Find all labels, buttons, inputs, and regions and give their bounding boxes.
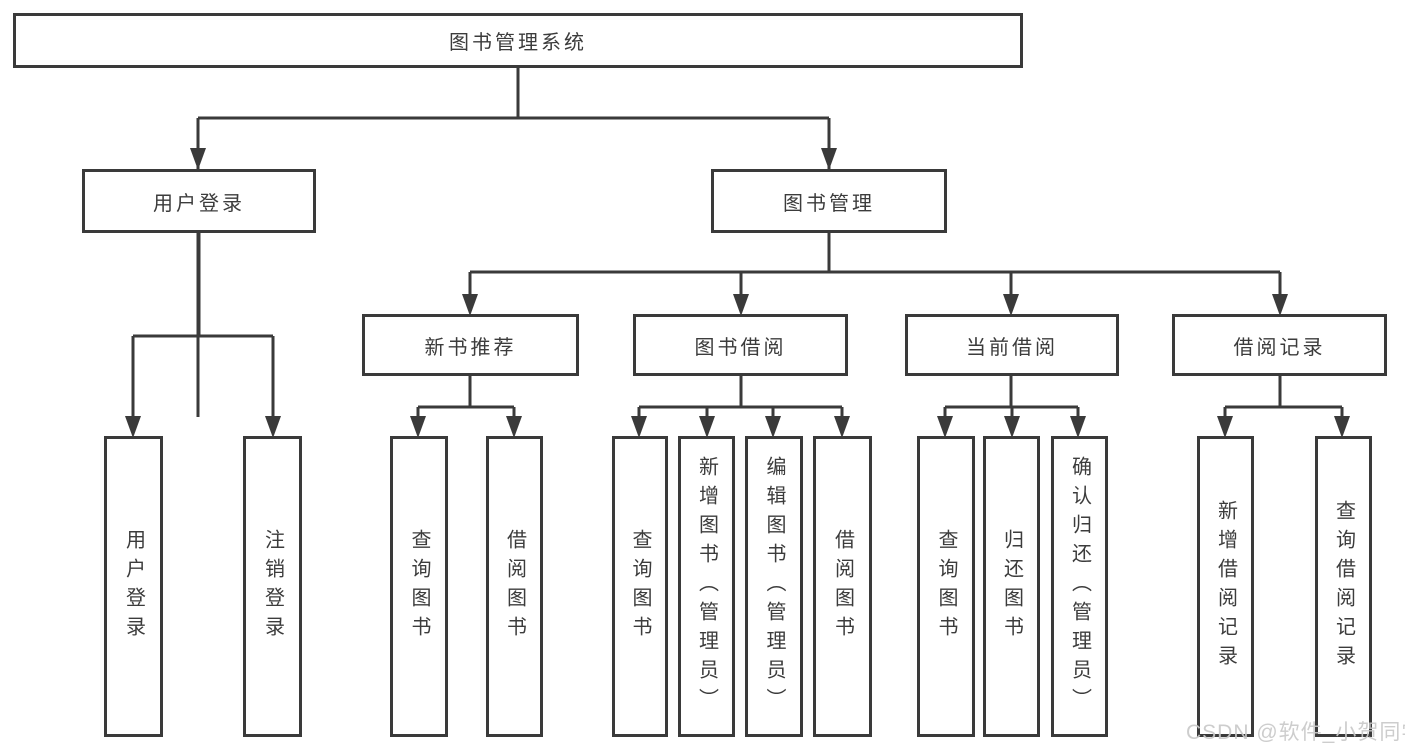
connector-root-to-level2	[196, 67, 831, 417]
leaf-label: 新增借阅记录	[1214, 499, 1237, 674]
arrow-to-leaf-bb-borrow	[834, 416, 850, 438]
arrow-to-leaf-bb-edit	[765, 416, 781, 438]
leaf-confirm-return-admin: 确认归还（管理员）	[1051, 436, 1108, 737]
leaf-label: 查询图书	[408, 528, 430, 645]
leaf-label: 借阅图书	[831, 528, 854, 645]
connector-book-mgmt-split	[468, 233, 1282, 294]
node-borrowing-records: 借阅记录	[1172, 314, 1387, 376]
leaf-query-books-current: 查询图书	[917, 436, 975, 737]
leaf-query-borrow-record: 查询借阅记录	[1315, 436, 1372, 737]
leaf-label: 借阅图书	[503, 528, 526, 645]
node-current-borrowing: 当前借阅	[905, 314, 1119, 376]
connector-records-split	[1223, 376, 1344, 416]
arrow-to-leaf-bb-query	[631, 416, 647, 438]
arrow-to-leaf-br-add	[1217, 416, 1233, 438]
leaf-return-books: 归还图书	[983, 436, 1040, 737]
connector-book-borrow-split	[637, 376, 844, 416]
arrowheads	[125, 148, 1350, 438]
leaf-borrow-books-borrowing: 借阅图书	[813, 436, 872, 737]
arrow-to-leaf-cb-return	[1004, 416, 1020, 438]
arrow-to-leaf-nb-borrow	[506, 416, 522, 438]
node-label: 借阅记录	[1233, 336, 1326, 359]
leaf-query-books-newbook: 查询图书	[390, 436, 448, 737]
leaf-logout: 注销登录	[243, 436, 302, 737]
leaf-edit-books-admin: 编辑图书（管理员）	[745, 436, 803, 737]
connector-current-split	[943, 376, 1080, 416]
leaf-add-books-admin: 新增图书（管理员）	[678, 436, 735, 737]
leaf-user-login: 用户登录	[104, 436, 163, 737]
node-book-management: 图书管理	[711, 169, 947, 233]
arrow-to-new-book	[462, 294, 478, 316]
node-label: 图书管理	[783, 192, 875, 215]
node-user-login: 用户登录	[82, 169, 316, 233]
node-label: 用户登录	[153, 192, 245, 215]
arrow-to-leaf-br-query	[1334, 416, 1350, 438]
node-label: 图书管理系统	[449, 32, 587, 54]
leaf-label: 查询借阅记录	[1332, 499, 1355, 674]
leaf-query-books-borrowing: 查询图书	[612, 436, 668, 737]
arrow-to-leaf-cb-confirm	[1070, 416, 1086, 438]
node-label: 图书借阅	[694, 336, 787, 359]
connector-new-book-split	[416, 376, 516, 416]
leaf-add-borrow-record: 新增借阅记录	[1197, 436, 1254, 737]
leaf-label: 注销登录	[261, 528, 284, 645]
arrow-to-leaf-bb-add	[699, 416, 715, 438]
node-new-book-recommendation: 新书推荐	[362, 314, 579, 376]
arrow-to-leaf-cb-query	[937, 416, 953, 438]
leaf-label: 新增图书（管理员）	[695, 456, 718, 717]
csdn-watermark: CSDN @软件_小贺同学	[1186, 721, 1405, 744]
leaf-label: 用户登录	[122, 528, 145, 645]
arrow-to-leaf-login	[125, 416, 141, 438]
arrow-to-book-borrow	[733, 294, 749, 316]
arrow-to-current	[1003, 294, 1019, 316]
leaf-label: 归还图书	[1000, 528, 1023, 645]
node-label: 新书推荐	[424, 336, 517, 359]
connector-user-login-split	[131, 233, 275, 416]
leaf-label: 查询图书	[629, 528, 651, 645]
leaf-label: 编辑图书（管理员）	[763, 456, 785, 717]
arrow-to-book-mgmt	[821, 148, 837, 170]
node-label: 当前借阅	[966, 336, 1058, 359]
leaf-borrow-books-newbook: 借阅图书	[486, 436, 543, 737]
leaf-label: 确认归还（管理员）	[1068, 456, 1091, 717]
arrow-to-user-login	[190, 148, 206, 170]
node-library-management-system: 图书管理系统	[13, 13, 1023, 68]
node-book-borrowing: 图书借阅	[633, 314, 848, 376]
arrow-to-records	[1272, 294, 1288, 316]
arrow-to-leaf-nb-query	[410, 416, 426, 438]
leaf-label: 查询图书	[935, 528, 957, 645]
arrow-to-leaf-logout	[265, 416, 281, 438]
